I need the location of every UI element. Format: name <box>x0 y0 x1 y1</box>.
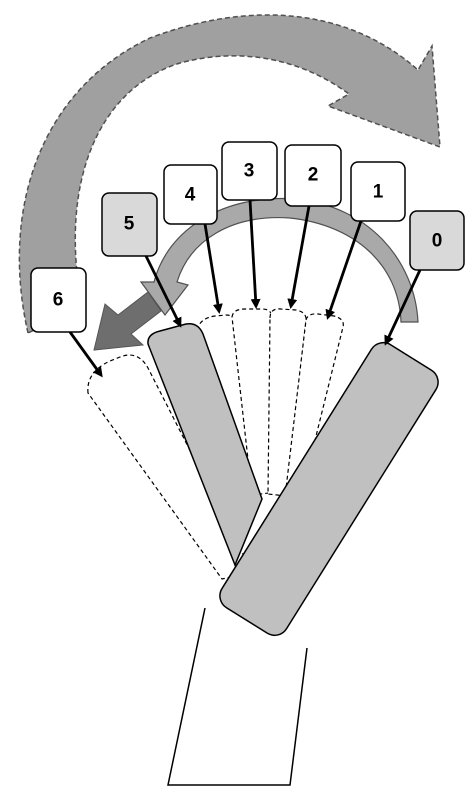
segment-5 <box>147 322 263 568</box>
label-box-4: 4 <box>163 164 218 225</box>
pointer-arrow-1 <box>325 220 363 320</box>
pointer-arrow-6 <box>68 331 103 378</box>
label-boxes: 0 1 2 3 4 5 6 <box>30 141 465 333</box>
label-box-1-bg <box>350 161 406 222</box>
label-5-text: 5 <box>124 214 135 235</box>
label-3-text: 3 <box>244 161 255 182</box>
label-box-6-bg <box>30 267 87 333</box>
ghost-segment-6 <box>87 354 253 580</box>
label-2-text: 2 <box>308 165 319 186</box>
pointer-arrow-4 <box>203 223 223 314</box>
pointer-arrows <box>68 199 422 378</box>
label-1-text: 1 <box>373 182 384 203</box>
label-box-4-bg <box>163 164 218 225</box>
label-0-text: 0 <box>432 231 443 252</box>
label-4-text: 4 <box>185 185 196 206</box>
pointer-arrow-0 <box>384 269 422 346</box>
pointer-arrow-3 <box>248 199 261 309</box>
direction-arrow <box>93 291 162 351</box>
label-box-1: 1 <box>350 161 406 222</box>
label-box-2: 2 <box>284 144 342 207</box>
segment-0 <box>219 341 439 637</box>
label-box-0: 0 <box>409 210 465 271</box>
pointer-arrow-2 <box>287 205 311 309</box>
label-box-3: 3 <box>221 141 278 201</box>
label-box-5: 5 <box>101 192 158 257</box>
arm-base <box>167 607 308 786</box>
label-box-3-bg <box>221 141 278 201</box>
label-6-text: 6 <box>53 290 64 311</box>
ghost-segment-2 <box>267 308 307 497</box>
label-box-0-bg <box>409 210 465 271</box>
large-rotation-arrow <box>18 14 441 335</box>
pointer-arrow-5 <box>144 255 182 328</box>
label-box-2-bg <box>284 144 342 207</box>
label-box-6: 6 <box>30 267 87 333</box>
label-box-5-bg <box>101 192 158 257</box>
